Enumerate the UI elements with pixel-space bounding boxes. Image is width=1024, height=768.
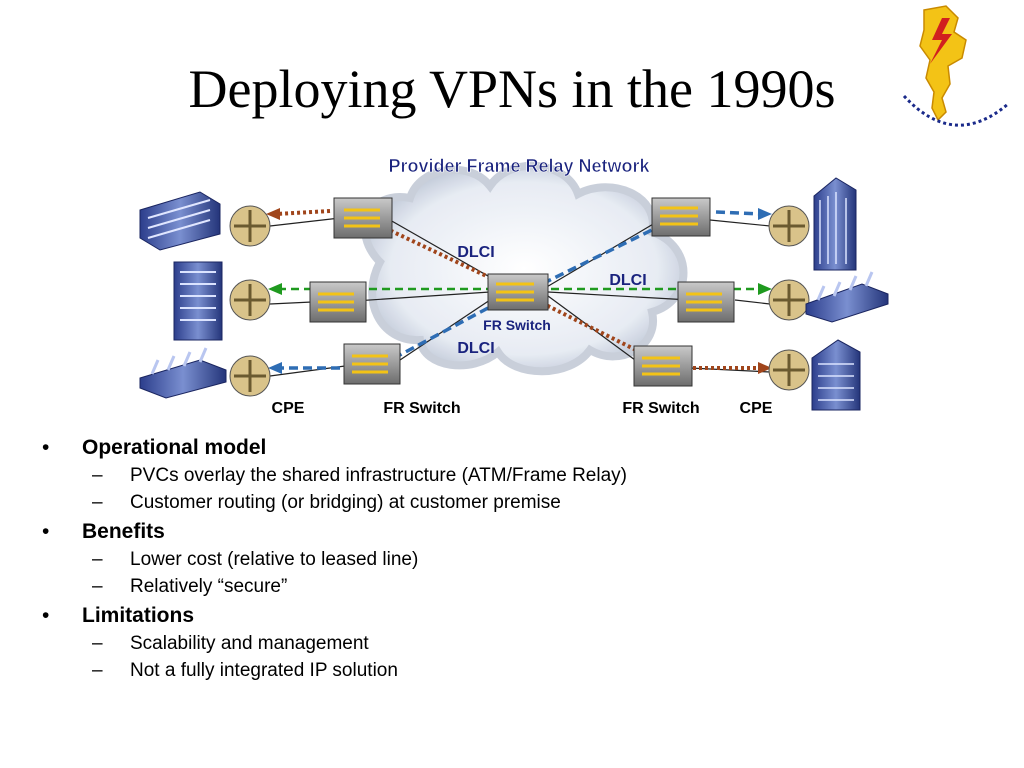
provider-cloud	[361, 161, 688, 376]
cpe-router-left-bottom	[229, 355, 271, 397]
cpe-router-right-bottom	[768, 349, 810, 391]
bullet-heading: Operational model	[82, 436, 267, 459]
network-diagram: Provider Frame Relay Network DLCI DLCI D…	[139, 156, 889, 417]
fr-switch-mid-right	[677, 281, 735, 323]
round-tower-icon	[811, 339, 861, 411]
sub-bullet-text: Customer routing (or bridging) at custom…	[130, 492, 561, 513]
sub-bullet: –Relatively “secure”	[92, 576, 288, 597]
bullet-heading: Limitations	[82, 604, 195, 627]
bullet-benefits: • Benefits	[42, 518, 688, 546]
fr-switch-center	[487, 273, 549, 311]
bullet-heading: Benefits	[82, 520, 165, 543]
sub-bullet: –Lower cost (relative to leased line)	[92, 549, 419, 570]
dlci-label-bottom: DLCI	[457, 340, 494, 357]
bullet-dot-icon: •	[42, 520, 50, 543]
bullet-dot-icon: •	[42, 604, 50, 627]
cloud-title: Provider Frame Relay Network	[388, 156, 650, 176]
sub-bullet: –Scalability and management	[92, 633, 369, 654]
sub-bullet: –Customer routing (or bridging) at custo…	[92, 492, 561, 513]
sub-bullet-text: PVCs overlay the shared infrastructure (…	[130, 465, 627, 486]
organization-logo	[902, 5, 1009, 127]
fr-switch-bottom-left	[343, 343, 401, 385]
sub-bullet-text: Scalability and management	[130, 633, 369, 654]
cpe-label-right: CPE	[740, 400, 773, 417]
office-building-icon	[139, 191, 221, 251]
fr-switch-top-right	[651, 197, 711, 237]
fr-switch-label-left: FR Switch	[383, 400, 460, 417]
pvc-blue	[715, 210, 763, 216]
sub-bullet-text: Not a fully integrated IP solution	[130, 660, 398, 681]
bullet-limitations: • Limitations	[42, 602, 688, 630]
cpe-router-left-top	[229, 205, 271, 247]
center-switch-label: FR Switch	[483, 317, 551, 333]
fr-switch-top-left	[333, 197, 393, 239]
bullet-list: • Operational model –PVCs overlay the sha…	[42, 432, 688, 684]
cpe-router-left-mid	[229, 279, 271, 321]
slide-title: Deploying VPNs in the 1990s	[188, 59, 836, 119]
factory-icon-right	[805, 271, 889, 323]
fr-switch-bottom-right	[633, 345, 693, 387]
fr-switch-label-right: FR Switch	[622, 400, 699, 417]
bullet-dot-icon: •	[42, 436, 50, 459]
cpe-label-left: CPE	[272, 400, 305, 417]
sub-bullet: –Not a fully integrated IP solution	[92, 660, 398, 681]
cpe-router-right-top	[768, 205, 810, 247]
sub-bullet: –PVCs overlay the shared infrastructure …	[92, 465, 627, 486]
skyscraper-icon	[813, 177, 857, 271]
tower-building-icon	[173, 261, 223, 341]
cpe-router-right-mid	[768, 279, 810, 321]
dlci-label-right: DLCI	[609, 272, 646, 289]
sub-bullet-text: Relatively “secure”	[130, 576, 288, 597]
pvc-brown	[275, 209, 331, 216]
fr-switch-mid-left	[309, 281, 367, 323]
dlci-label-top: DLCI	[457, 244, 494, 261]
factory-icon-left	[139, 347, 227, 399]
sub-bullet-text: Lower cost (relative to leased line)	[130, 549, 419, 570]
bullet-operational-model: • Operational model	[42, 434, 688, 462]
